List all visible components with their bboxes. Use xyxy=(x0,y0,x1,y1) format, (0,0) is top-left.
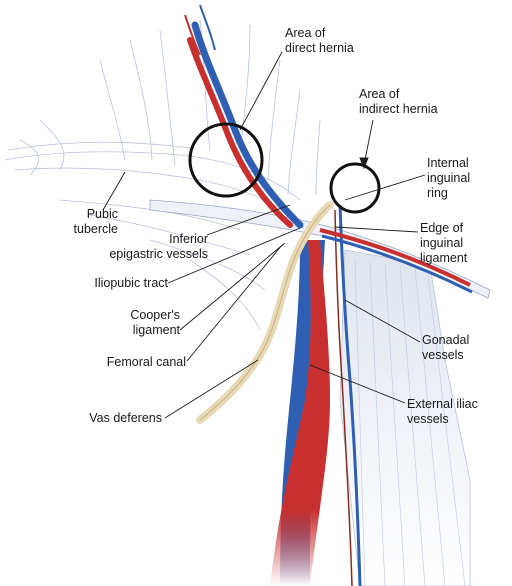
label-inguinal-ligament: Edge of inguinal ligament xyxy=(420,221,468,265)
gonadal-vein xyxy=(338,204,362,586)
label-direct-hernia: Area of direct hernia xyxy=(285,26,354,55)
gonadal-artery xyxy=(334,209,353,586)
label-inferior-epigastric: Inferior epigastric vessels xyxy=(109,232,208,261)
label-femoral-canal: Femoral canal xyxy=(106,355,186,369)
label-external-iliac: External iliac vessels xyxy=(407,397,478,426)
direct-hernia-circle xyxy=(188,122,264,198)
label-gonadal-vessels: Gonadal vessels xyxy=(422,333,470,362)
leader-lines xyxy=(102,51,426,419)
muscle-fibers xyxy=(354,259,466,586)
label-internal-ring: Internal inguinal ring xyxy=(427,156,471,200)
label-pubic-tubercle: Pubic tubercle xyxy=(73,207,118,236)
label-indirect-hernia: Area of indirect hernia xyxy=(359,87,438,116)
label-coopers-ligament: Cooper's ligament xyxy=(130,308,180,337)
label-iliopubic-tract: Iliopubic tract xyxy=(94,276,168,290)
epigastric-artery xyxy=(187,37,293,228)
indirect-hernia-circle xyxy=(329,162,381,214)
psoas-muscle xyxy=(339,249,471,586)
label-vas-deferens: Vas deferens xyxy=(89,411,162,425)
epigastric-vein xyxy=(191,21,304,229)
external-iliac-artery xyxy=(270,240,330,586)
